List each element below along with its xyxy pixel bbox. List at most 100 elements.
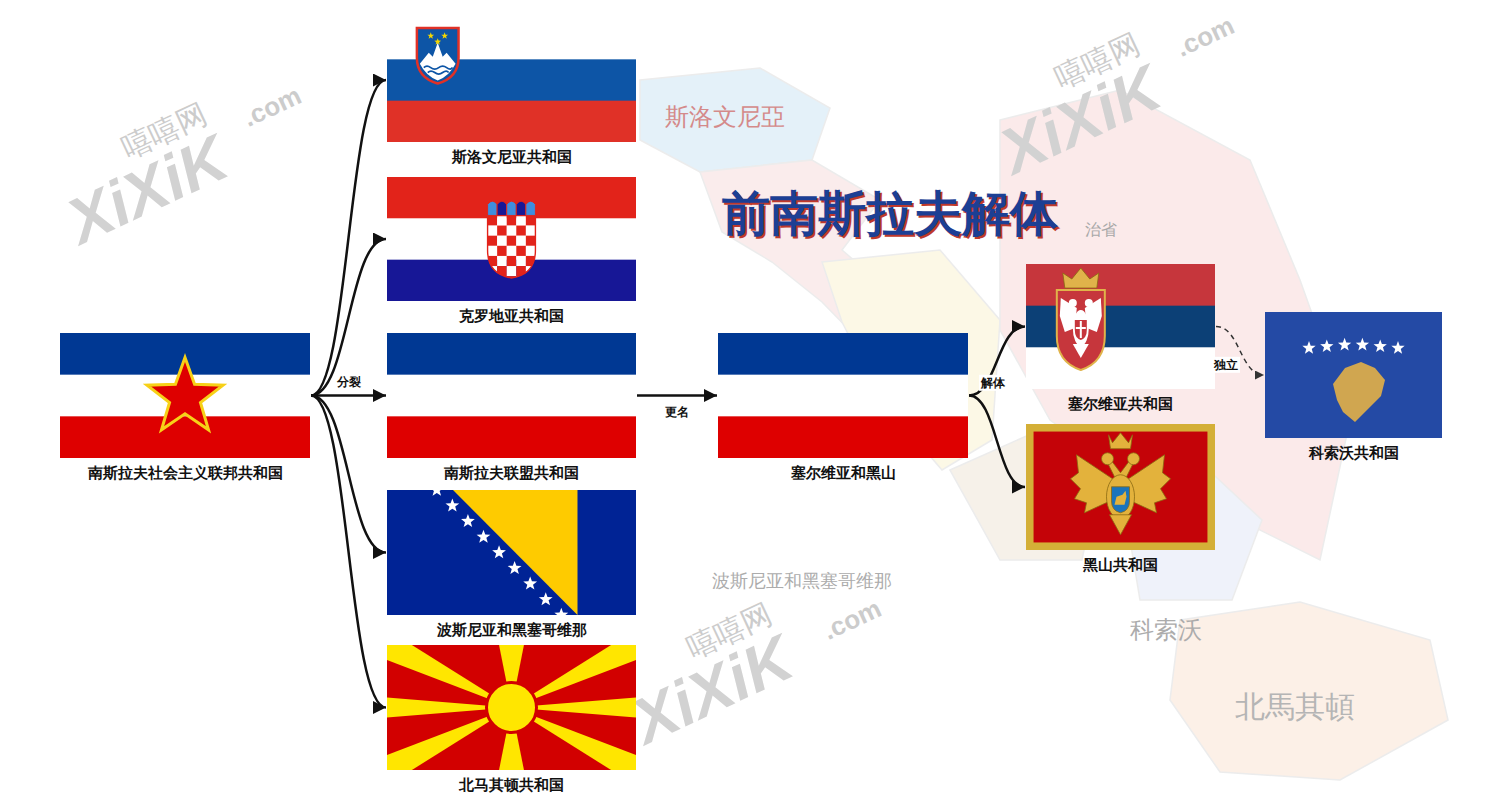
eagle-head [1102, 453, 1114, 465]
sun-disc [487, 683, 537, 733]
map-region-label: 北馬其頓 [1235, 692, 1355, 722]
checker-square [526, 276, 536, 286]
eagle-tail [1110, 515, 1132, 535]
arms-shield [417, 28, 459, 84]
map-north-macedonia [1170, 602, 1448, 780]
map-region-label: 科索沃 [1130, 618, 1202, 642]
flag-shape [387, 490, 636, 615]
flag-shape [387, 18, 636, 142]
checker-square [516, 256, 526, 266]
coat-of-arms [1071, 433, 1171, 535]
watermark-text: .com [819, 595, 885, 644]
arms-mountain [420, 43, 456, 81]
flag-stripe [1026, 264, 1215, 306]
flag-stripe [1026, 347, 1215, 389]
crown-piece [497, 201, 507, 215]
watermark-text: .com [239, 82, 305, 131]
flag-caption: 南斯拉夫社会主义联邦共和国 [88, 464, 283, 482]
white-star [1374, 339, 1387, 352]
flag-node: 克罗地亚共和国 [387, 177, 636, 325]
checker-square [516, 236, 526, 246]
edge-label: 独立 [1212, 357, 1240, 373]
crown-piece [526, 201, 536, 215]
crown-piece [507, 201, 517, 215]
diagram-title: 前南斯拉夫解体 [722, 186, 1058, 241]
coat-of-arms [1057, 268, 1105, 370]
flag-node: 南斯拉夫社会主义联邦共和国 [60, 333, 310, 482]
checker-square [497, 226, 507, 236]
white-star [430, 490, 444, 496]
flag-field [1265, 312, 1442, 438]
flag-stripe [387, 177, 636, 219]
coat-of-arms [488, 201, 536, 286]
arrow-connector [969, 396, 1025, 488]
flag-shape [1026, 264, 1215, 389]
flag-field [387, 490, 636, 615]
flag-stripe [387, 101, 636, 142]
arrow-connector [311, 80, 386, 396]
checker-square [488, 215, 498, 225]
white-star [477, 530, 491, 543]
flag-stripe [718, 375, 968, 417]
flag-shape [718, 333, 968, 458]
white-star [492, 545, 506, 558]
flag-caption: 克罗地亚共和国 [459, 307, 564, 325]
checker-square [507, 236, 517, 246]
flag-shape [60, 333, 310, 458]
crown-piece [516, 201, 526, 215]
checker-square [488, 236, 498, 246]
arms-shield [1057, 290, 1105, 370]
checker-square [507, 215, 517, 225]
flag-caption: 黑山共和国 [1083, 556, 1158, 574]
arms-star [427, 32, 434, 38]
flag-shape [387, 645, 636, 770]
flag-stripe [718, 416, 968, 458]
inner-shield [1075, 320, 1087, 340]
flag-stripe [387, 375, 636, 417]
checker-square [488, 276, 498, 286]
flag-caption: 北马其顿共和国 [459, 776, 564, 794]
lion-shield [1112, 487, 1130, 513]
flag-node: 塞尔维亚共和国 [1026, 264, 1215, 413]
flag-node: 塞尔维亚和黑山 [718, 333, 968, 482]
white-star [554, 608, 568, 615]
checker-square [507, 226, 517, 236]
flag-stripe [718, 333, 968, 375]
flag-node: 北马其顿共和国 [387, 645, 636, 794]
checker-square [497, 276, 507, 286]
checker-square [526, 246, 536, 256]
arrow-connector [311, 394, 386, 397]
flag-node: 波斯尼亚和黑塞哥维那 [387, 490, 636, 639]
map-region-label: 波斯尼亚和黑塞哥维那 [712, 572, 892, 590]
arms-wave [424, 66, 453, 69]
checker-square [507, 246, 517, 256]
map-slovenia [640, 68, 830, 172]
checker-square [497, 256, 507, 266]
flag-shape [387, 177, 636, 301]
flag-border [1026, 424, 1215, 550]
lion [1115, 491, 1127, 505]
checker-square [526, 215, 536, 225]
red-star [147, 358, 223, 430]
flag-caption: 塞尔维亚和黑山 [791, 464, 896, 482]
inner-cross [1076, 327, 1086, 329]
checker-square [526, 226, 536, 236]
flag-caption: 科索沃共和国 [1309, 444, 1399, 462]
eagle-head [1069, 299, 1077, 307]
flag-caption: 塞尔维亚共和国 [1068, 395, 1173, 413]
checker-square [488, 226, 498, 236]
checker-square [516, 246, 526, 256]
flag-node: 斯洛文尼亚共和国 [387, 18, 636, 166]
flag-stripe [1026, 306, 1215, 348]
white-star [1338, 338, 1351, 351]
edge-label: 分裂 [335, 373, 363, 389]
flag-stripe [387, 416, 636, 458]
arms-star [434, 38, 441, 44]
connectors [311, 80, 1264, 708]
white-star [1302, 341, 1315, 354]
flag-field [1034, 432, 1208, 543]
yellow-triangle [453, 490, 578, 615]
flag-shape [1265, 312, 1442, 438]
flag-node: 科索沃共和国 [1265, 312, 1442, 462]
arms-crown [1063, 268, 1099, 288]
